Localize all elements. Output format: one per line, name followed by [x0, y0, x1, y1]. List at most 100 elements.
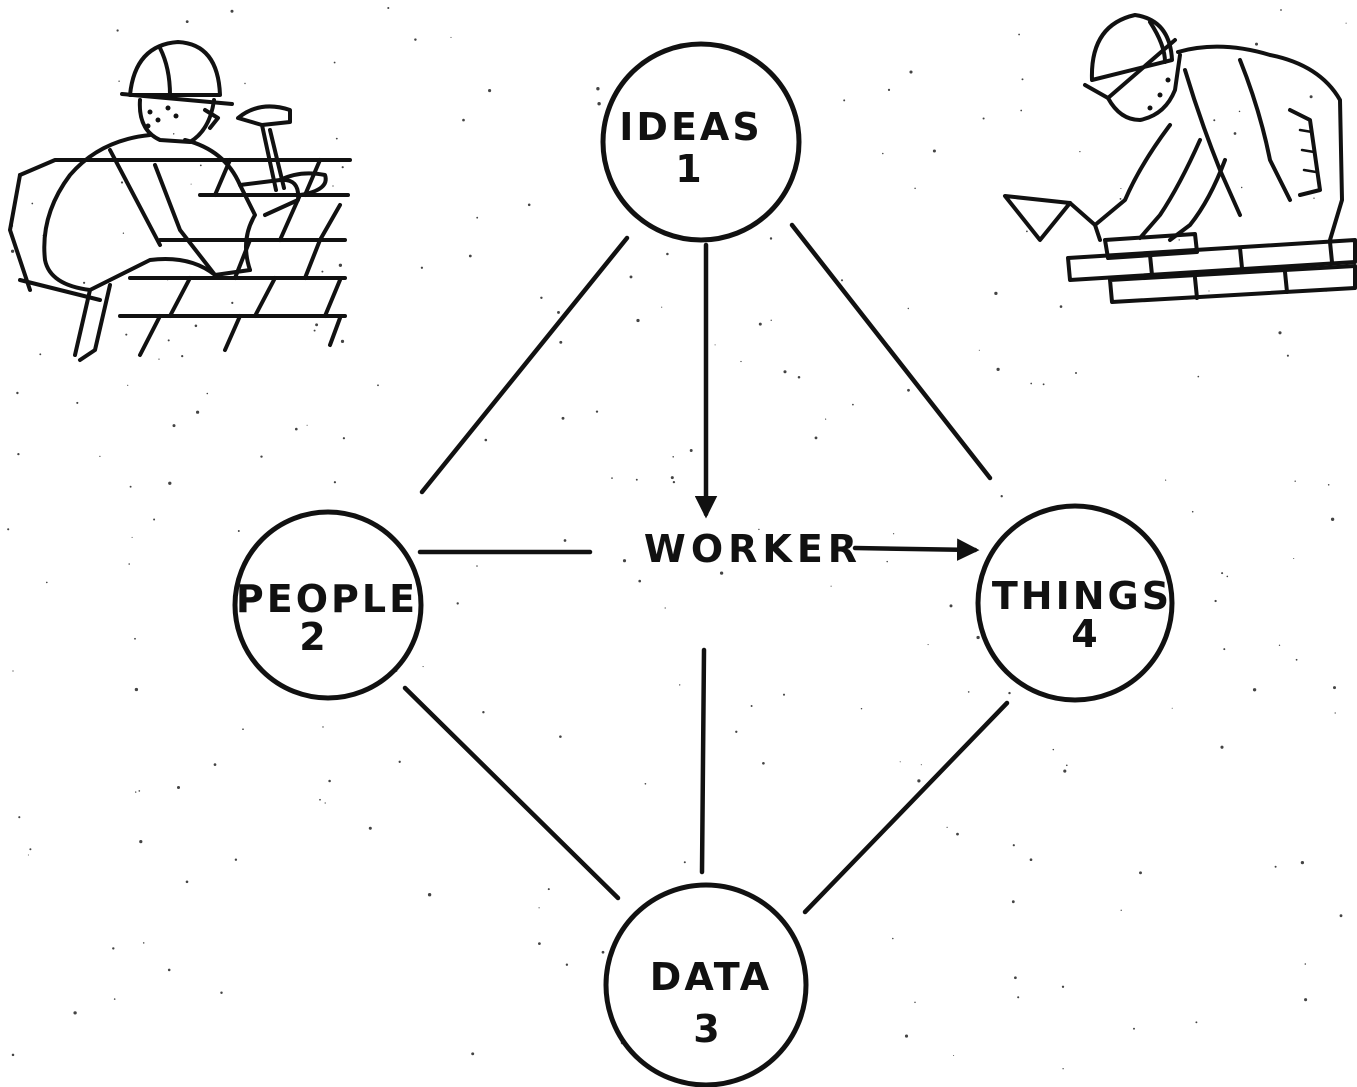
- paper-speck: [1119, 197, 1122, 200]
- paper-speck: [1042, 383, 1045, 386]
- paper-speck: [1223, 648, 1226, 651]
- paper-speck: [1333, 686, 1336, 690]
- node-things: THINGS 4: [975, 503, 1175, 703]
- paper-speck: [782, 693, 786, 696]
- paper-speck: [76, 401, 79, 404]
- paper-speck: [1278, 644, 1281, 646]
- paper-speck: [1008, 691, 1011, 695]
- paper-speck: [540, 296, 543, 300]
- paper-speck: [561, 416, 565, 420]
- paper-speck: [740, 360, 742, 363]
- paper-speck: [456, 602, 459, 605]
- paper-speck: [231, 301, 234, 304]
- paper-speck: [176, 785, 181, 790]
- paper-speck: [167, 968, 171, 972]
- paper-speck: [328, 779, 331, 783]
- paper-speck: [333, 61, 336, 64]
- paper-speck: [1025, 230, 1028, 233]
- roofer-hard-hat: [128, 40, 222, 97]
- paper-speck: [242, 728, 244, 731]
- paper-speck: [31, 202, 34, 205]
- paper-speck: [1017, 996, 1020, 999]
- paper-speck: [1120, 187, 1122, 190]
- roofer-head: [137, 98, 216, 144]
- paper-speck: [1195, 1021, 1198, 1024]
- paper-speck: [1295, 658, 1298, 661]
- paper-speck: [769, 237, 773, 240]
- paper-speck: [332, 185, 334, 187]
- paper-speck: [333, 481, 337, 484]
- paper-speck: [1062, 1068, 1064, 1070]
- paper-speck: [927, 644, 929, 646]
- paper-speck: [315, 323, 319, 327]
- paper-speck: [666, 252, 669, 256]
- paper-speck: [595, 410, 599, 413]
- paper-speck: [158, 358, 160, 360]
- paper-speck: [1255, 42, 1258, 46]
- paper-speck: [1274, 865, 1277, 868]
- paper-speck: [1120, 909, 1122, 911]
- paper-speck: [527, 203, 531, 207]
- paper-speck: [462, 118, 465, 122]
- node-data: DATA 3: [603, 882, 809, 1087]
- paper-speck: [559, 340, 563, 344]
- paper-speck: [892, 533, 895, 535]
- paper-speck: [185, 20, 189, 23]
- paper-speck: [758, 322, 762, 326]
- paper-speck: [27, 854, 29, 856]
- paper-speck: [1029, 858, 1033, 862]
- paper-speck: [596, 87, 600, 91]
- paper-speck: [1208, 290, 1210, 292]
- paper-speck: [1300, 860, 1305, 865]
- paper-speck: [484, 438, 488, 442]
- paper-speck: [1233, 132, 1237, 135]
- paper-speck: [1220, 745, 1224, 749]
- paper-speck: [99, 455, 101, 458]
- paper-speck: [907, 307, 909, 310]
- paper-speck: [206, 392, 209, 395]
- paper-speck: [414, 38, 417, 41]
- edge-things-data: [802, 700, 1010, 915]
- paper-speck: [1012, 844, 1015, 847]
- edge-people-data: [402, 685, 621, 901]
- node-data-circle: [603, 882, 809, 1087]
- paper-speck: [635, 478, 638, 481]
- paper-speck: [476, 216, 479, 219]
- paper-speck: [638, 579, 642, 583]
- paper-speck: [17, 452, 20, 456]
- paper-speck: [138, 790, 141, 792]
- paper-speck: [1011, 900, 1015, 904]
- paper-speck: [341, 166, 344, 169]
- paper-speck: [112, 947, 115, 950]
- paper-speck: [122, 232, 125, 234]
- paper-speck: [11, 1053, 15, 1057]
- bricklayer-head: [1106, 53, 1182, 122]
- paper-speck: [1139, 871, 1142, 875]
- roofer-with-hammer-illustration: [8, 40, 352, 362]
- paper-speck: [1020, 109, 1023, 112]
- paper-speck: [1079, 150, 1081, 153]
- paper-speck: [113, 998, 116, 1000]
- paper-speck: [672, 456, 674, 458]
- paper-speck: [909, 70, 913, 74]
- paper-speck: [319, 798, 321, 801]
- bricklayer-with-trowel-illustration: [1003, 13, 1357, 304]
- paper-speck: [538, 942, 541, 945]
- paper-speck: [294, 427, 298, 431]
- paper-speck: [887, 88, 891, 91]
- paper-speck: [783, 370, 787, 374]
- paper-speck: [118, 80, 120, 82]
- center-label-worker: WORKER: [644, 527, 862, 571]
- paper-speck: [1226, 575, 1229, 578]
- paper-speck: [559, 735, 562, 738]
- bricklayer-hard-hat: [1089, 13, 1174, 82]
- paper-speck: [172, 424, 176, 428]
- paper-speck: [306, 424, 308, 426]
- paper-speck: [139, 839, 143, 844]
- edge-worker-data: [699, 647, 707, 875]
- paper-speck: [762, 761, 765, 765]
- paper-speck: [1014, 976, 1017, 980]
- paper-speck: [622, 559, 627, 563]
- paper-speck: [1214, 599, 1217, 603]
- paper-speck: [220, 991, 223, 994]
